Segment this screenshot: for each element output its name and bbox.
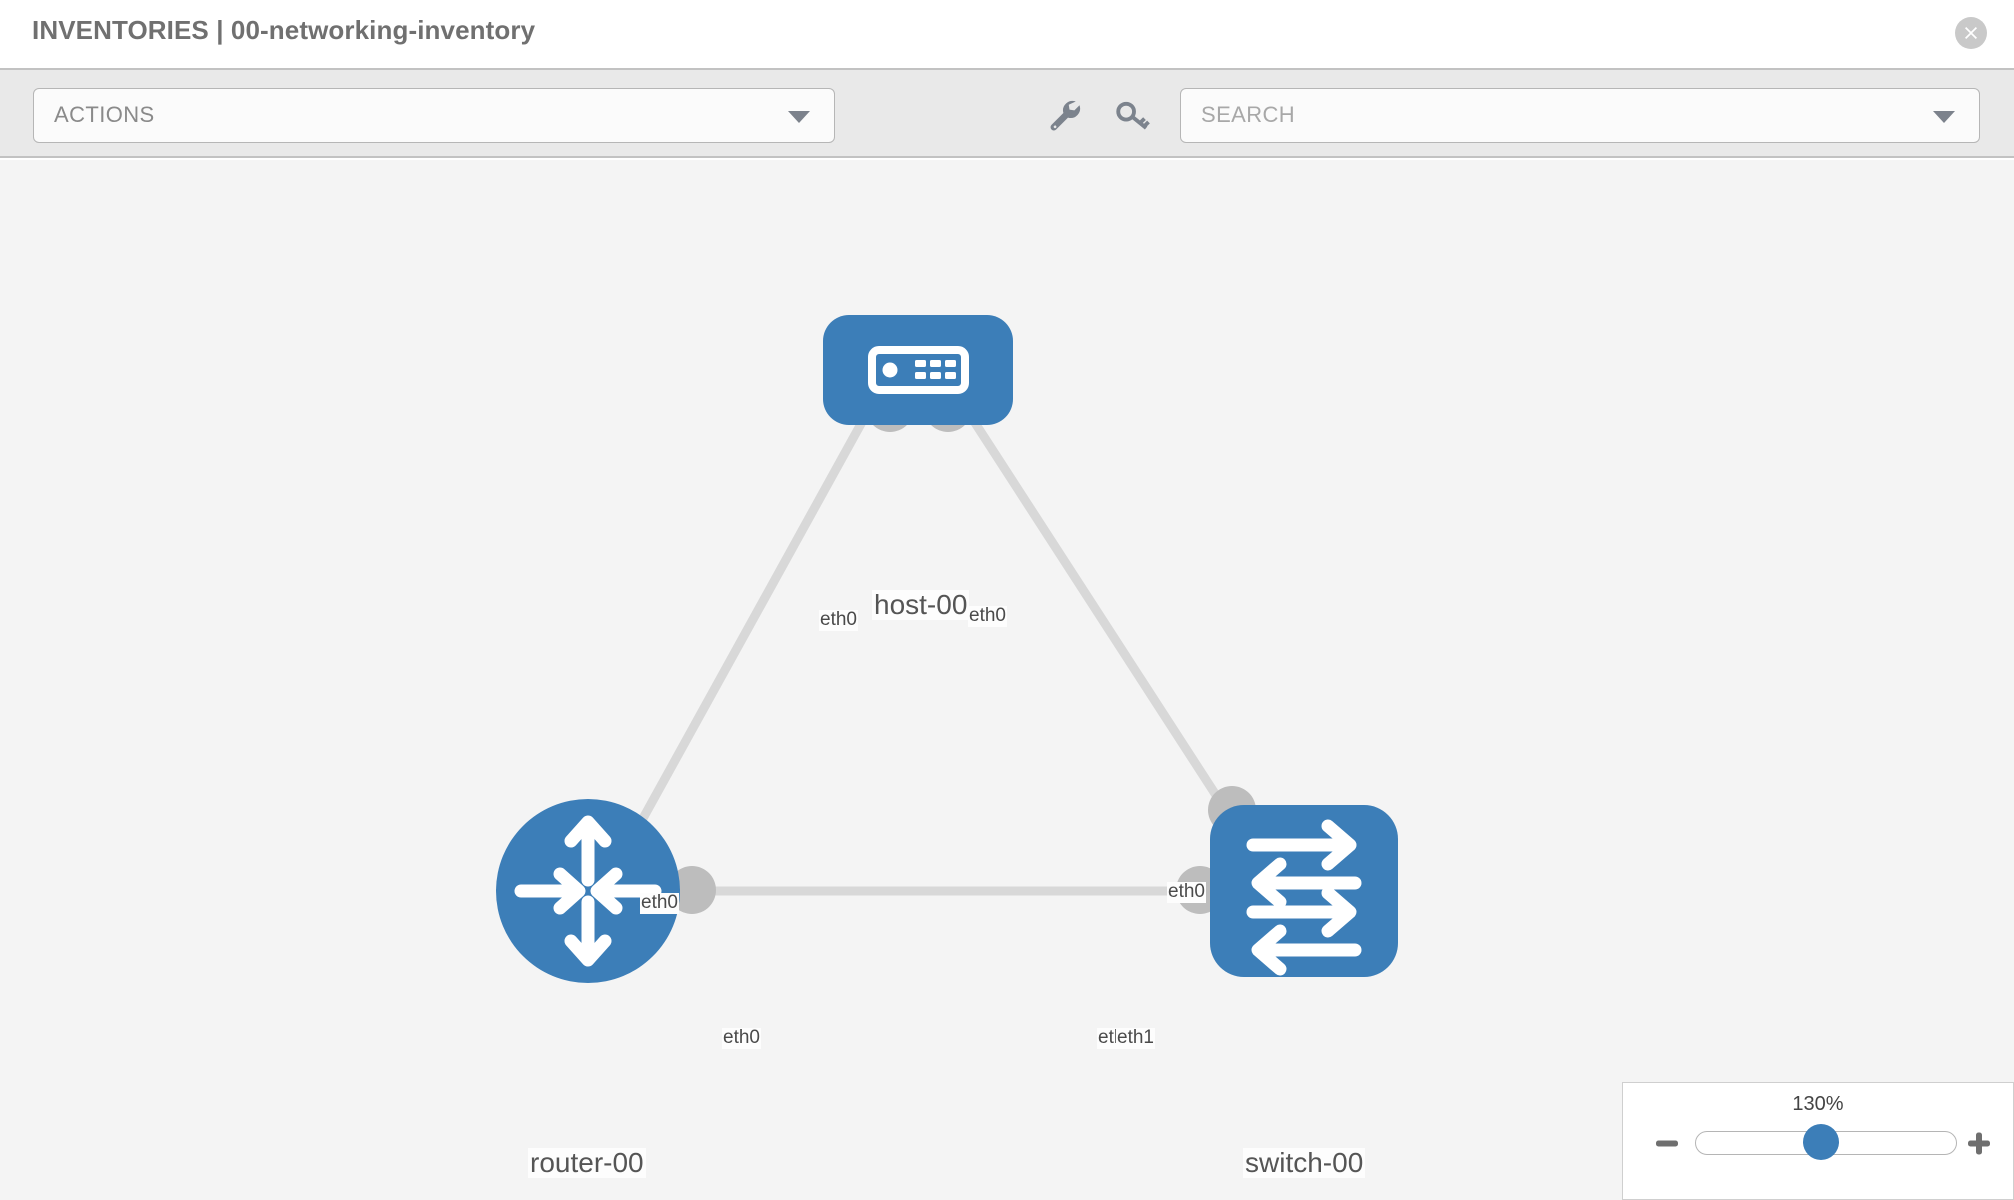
actions-dropdown[interactable]: ACTIONS	[33, 88, 835, 143]
zoom-out-button[interactable]	[1651, 1127, 1683, 1159]
iface-label-router00-up: eth0	[640, 892, 679, 914]
search-placeholder: SEARCH	[1201, 102, 1296, 127]
plus-icon	[1968, 1132, 1990, 1155]
page-title: INVENTORIES | 00-networking-inventory	[32, 15, 536, 45]
node-label-host-00: host-00	[872, 589, 970, 621]
topology-graph	[496, 315, 1398, 983]
node-host-00[interactable]	[823, 315, 1013, 425]
page-header: INVENTORIES | 00-networking-inventory	[0, 0, 2014, 68]
wrench-icon	[1050, 100, 1081, 131]
key-button[interactable]	[1113, 96, 1153, 136]
iface-label-host00-right: eth0	[968, 605, 1007, 627]
iface-label-switch00-up: eth0	[1167, 881, 1206, 903]
minus-icon	[1656, 1140, 1678, 1147]
key-icon	[1116, 101, 1150, 130]
iface-label-switch00-left: eth1	[1116, 1027, 1155, 1049]
search-input[interactable]: SEARCH	[1180, 88, 1980, 143]
zoom-control-panel: 130%	[1622, 1082, 2014, 1200]
node-switch-00[interactable]	[1210, 805, 1398, 977]
zoom-level-readout: 130%	[1792, 1093, 1844, 1115]
chevron-down-icon	[1933, 111, 1955, 123]
close-icon	[1965, 27, 1977, 39]
edge-host00-router00[interactable]	[616, 372, 892, 863]
iface-label-host00-left: eth0	[819, 609, 858, 631]
handle-router00-right[interactable]	[668, 866, 716, 914]
wrench-button[interactable]	[1045, 96, 1085, 136]
zoom-slider-thumb[interactable]	[1803, 1124, 1839, 1160]
actions-dropdown-label: ACTIONS	[54, 102, 155, 127]
node-router-00[interactable]	[496, 799, 680, 983]
toolbar: ACTIONS SEARCH	[0, 68, 2014, 158]
topology-canvas[interactable]: eth0 eth0 eth0 eth0 eth0 eth0 eth1 host-…	[0, 160, 2014, 1200]
iface-label-router00-right: eth0	[722, 1027, 761, 1049]
zoom-in-button[interactable]	[1963, 1127, 1995, 1159]
close-button[interactable]	[1955, 17, 1987, 49]
node-label-router-00: router-00	[528, 1147, 646, 1179]
chevron-down-icon	[788, 111, 810, 123]
node-label-switch-00: switch-00	[1243, 1147, 1366, 1179]
edge-host00-switch00[interactable]	[940, 372, 1249, 843]
